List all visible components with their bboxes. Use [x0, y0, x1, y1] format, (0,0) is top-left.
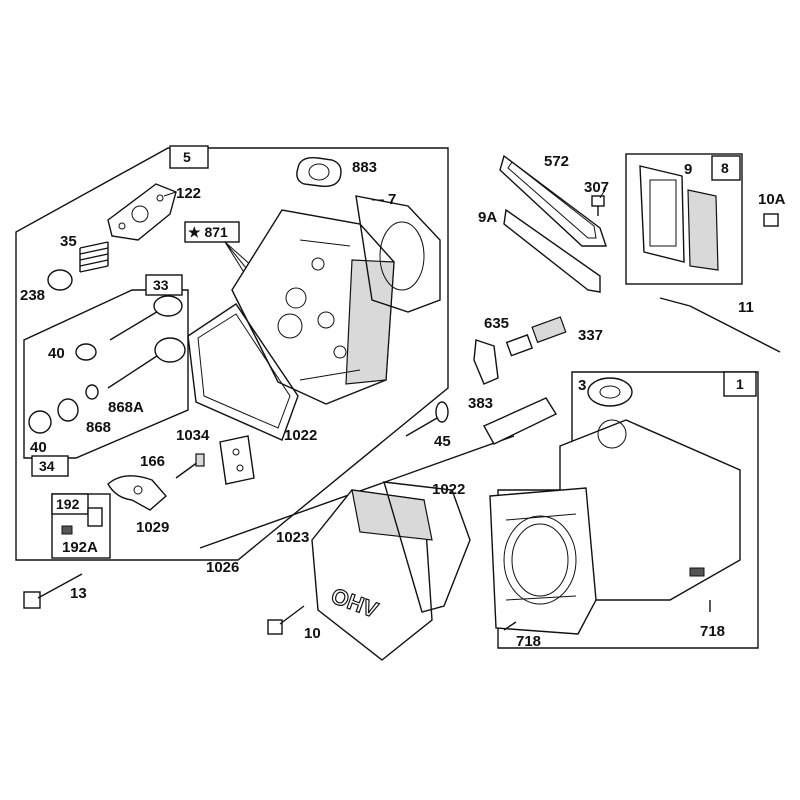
- label-337: 337: [578, 327, 603, 344]
- label-7: 7: [388, 191, 396, 208]
- group-33-frame: 33: [23, 274, 189, 459]
- label-718-left: 718: [516, 633, 541, 650]
- gasket-1022-upper: [187, 303, 299, 441]
- valve-lower: [28, 337, 186, 434]
- part-166-stud: [175, 453, 205, 479]
- label-10a: 10A: [758, 191, 786, 208]
- part-718-pins: [503, 600, 711, 631]
- label-166: 166: [140, 453, 165, 470]
- label-122: 122: [176, 185, 201, 202]
- label-871: ★ 871: [188, 224, 228, 240]
- part-383: [483, 397, 558, 445]
- label-40-upper: 40: [48, 345, 65, 362]
- group-34-frame: 34: [31, 455, 69, 477]
- group-8-label: 8: [721, 160, 729, 176]
- part-10-bolt: [267, 605, 305, 635]
- label-238: 238: [20, 287, 45, 304]
- group-192-frame: 192: [51, 493, 111, 559]
- label-1022-upper: 1022: [284, 427, 317, 444]
- group-5-label: 5: [183, 149, 191, 165]
- gasket-9a: [503, 208, 601, 293]
- part-1029-rocker: [107, 475, 167, 511]
- label-572: 572: [544, 153, 569, 170]
- label-10: 10: [304, 625, 321, 642]
- label-1029: 1029: [136, 519, 169, 536]
- label-192a: 192A: [62, 539, 98, 556]
- label-40-lower: 40: [30, 439, 47, 456]
- label-3: 3: [578, 377, 586, 394]
- gasket-1022-lower: [383, 481, 471, 613]
- label-35: 35: [60, 233, 77, 250]
- label-1022-lower: 1022: [432, 481, 465, 498]
- label-307: 307: [584, 179, 609, 196]
- label-9: 9: [684, 161, 692, 178]
- part-13-bolt: [23, 573, 83, 609]
- group-192-label: 192: [56, 496, 80, 512]
- label-1026: 1026: [206, 559, 239, 576]
- part-192a: [61, 507, 103, 535]
- label-635: 635: [484, 315, 509, 332]
- part-45-guide: [405, 401, 449, 437]
- label-868: 868: [86, 419, 111, 436]
- part-122-plate: [107, 183, 177, 241]
- group-8-frame: 8: [625, 153, 743, 285]
- label-383: 383: [468, 395, 493, 412]
- cylinder-head: [231, 209, 395, 405]
- label-45: 45: [434, 433, 451, 450]
- gasket-572: [499, 154, 607, 247]
- part-307-screw: [591, 195, 605, 216]
- label-13: 13: [70, 585, 87, 602]
- part-3-seal: [587, 377, 633, 407]
- label-868a: 868A: [108, 399, 144, 416]
- label-718-right: 718: [700, 623, 725, 640]
- leader-lines: [163, 187, 607, 201]
- part-labels: 883 7 122 35 238 40 868A 868 40 1034 102…: [20, 153, 786, 650]
- part-35-spring: [79, 241, 109, 273]
- part-883-gasket: [296, 157, 342, 188]
- group-5-frame: 5: [15, 145, 449, 561]
- label-1023: 1023: [276, 529, 309, 546]
- engine-block: [489, 419, 741, 635]
- label-883: 883: [352, 159, 377, 176]
- part-635-boot: [473, 339, 499, 385]
- label-11: 11: [738, 299, 754, 316]
- head-gasket: [355, 195, 441, 313]
- part-337-spark-plug: [505, 316, 567, 357]
- group-34-label: 34: [39, 458, 55, 474]
- valve-upper: [75, 295, 183, 361]
- part-1034: [219, 435, 255, 485]
- part-11-tube: [659, 297, 781, 353]
- label-9a: 9A: [478, 209, 497, 226]
- label-1034: 1034: [176, 427, 210, 444]
- group-1-label: 1: [736, 376, 744, 392]
- part-10a-screw: [763, 213, 779, 227]
- group-33-label: 33: [153, 277, 169, 293]
- part-238-cap: [47, 269, 73, 291]
- valve-cover: OHV: [311, 489, 433, 661]
